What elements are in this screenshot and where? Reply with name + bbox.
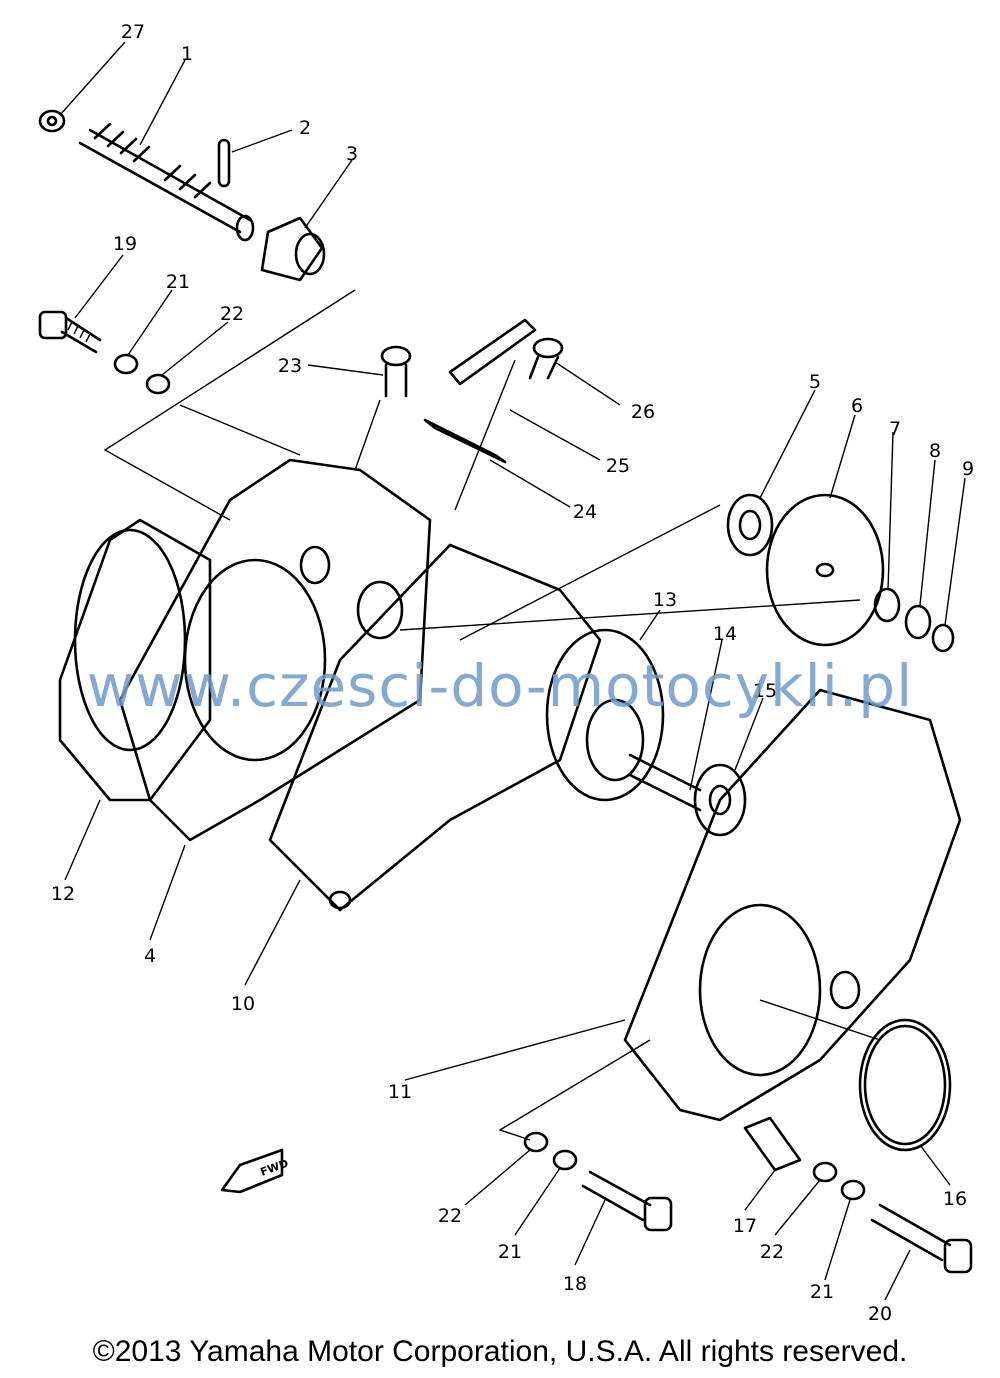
leader-lines — [59, 41, 966, 1301]
label-25: 25 — [606, 455, 630, 477]
gear-13 — [545, 628, 665, 802]
bolt-19 — [38, 310, 171, 395]
label-13: 13 — [653, 589, 677, 611]
watermark-text: www.czesci-do-motocykli.pl — [86, 652, 914, 720]
label-22b: 22 — [438, 1205, 462, 1227]
label-6: 6 — [851, 395, 863, 417]
label-21: 21 — [166, 271, 190, 293]
label-21c: 21 — [810, 1281, 834, 1303]
housing-4 — [118, 458, 432, 842]
bearing-5 — [726, 493, 774, 557]
washers-7-8-9 — [873, 587, 955, 653]
label-26: 26 — [631, 401, 655, 423]
label-9: 9 — [962, 458, 974, 480]
fwd-badge-text: FWD — [259, 1157, 290, 1179]
label-23: 23 — [278, 355, 302, 377]
label-10: 10 — [231, 993, 255, 1015]
label-3: 3 — [346, 143, 358, 165]
label-22c: 22 — [760, 1241, 784, 1263]
label-21b: 21 — [498, 1241, 522, 1263]
label-14: 14 — [713, 623, 737, 645]
label-24: 24 — [573, 501, 597, 523]
gear-6 — [765, 493, 885, 647]
part-labels: 27 1 2 3 19 21 22 23 26 25 24 5 6 7 8 9 … — [51, 21, 974, 1325]
label-1: 1 — [181, 43, 193, 65]
shaft-14 — [628, 753, 702, 812]
label-15: 15 — [753, 680, 777, 702]
copyright-notice: ©2013 Yamaha Motor Corporation, U.S.A. A… — [92, 1335, 908, 1368]
label-2: 2 — [299, 117, 311, 139]
label-20: 20 — [868, 1303, 892, 1325]
fwd-arrow-badge: FWD — [220, 1148, 290, 1194]
label-18: 18 — [563, 1273, 587, 1295]
bottom-fasteners — [523, 1116, 973, 1274]
label-17: 17 — [733, 1215, 757, 1237]
label-7: 7 — [889, 418, 901, 440]
cover-11 — [623, 688, 962, 1122]
label-5: 5 — [809, 371, 821, 393]
label-27: 27 — [121, 21, 145, 43]
pin — [217, 138, 231, 188]
bearing-15 — [693, 763, 747, 837]
screws-and-plates — [380, 318, 564, 464]
label-8: 8 — [929, 440, 941, 462]
label-12: 12 — [51, 883, 75, 905]
label-19: 19 — [113, 233, 137, 255]
bushing — [260, 216, 326, 282]
gasket-10 — [268, 543, 602, 912]
label-4: 4 — [144, 945, 156, 967]
relation-lines — [103, 289, 881, 1141]
label-16: 16 — [943, 1188, 967, 1210]
label-11: 11 — [388, 1081, 412, 1103]
worm-shaft — [38, 109, 255, 242]
o-ring-16 — [858, 1018, 952, 1152]
label-22: 22 — [220, 303, 244, 325]
